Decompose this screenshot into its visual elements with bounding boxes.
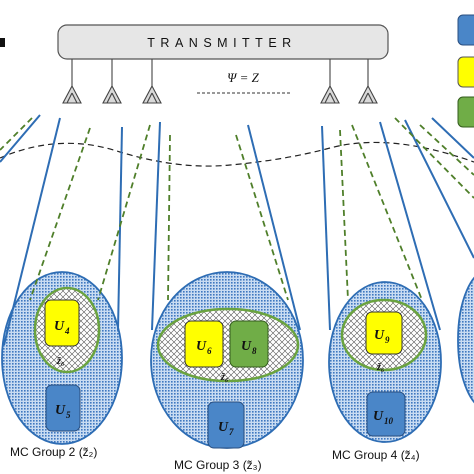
svg-text:4: 4: [64, 326, 70, 336]
antenna-1: [62, 59, 82, 104]
legend-swatch-blue: [457, 14, 474, 46]
common-region-g3: [156, 307, 300, 383]
edge-mark: [0, 38, 5, 47]
precoder-equation: Ψ = Z: [227, 70, 259, 85]
beam-g2-right: [117, 126, 123, 331]
svg-text:8: 8: [252, 346, 257, 356]
green-beams: [0, 117, 474, 301]
antenna-5: [358, 59, 378, 104]
common-label-g3: z̃₆: [220, 372, 229, 383]
beam-g4-left: [321, 125, 331, 331]
legend: [457, 14, 474, 128]
svg-text:9: 9: [385, 335, 390, 345]
svg-text:U: U: [54, 319, 65, 334]
svg-text:5: 5: [66, 410, 71, 420]
antenna-3: [142, 59, 162, 104]
svg-text:6: 6: [207, 346, 212, 356]
common-label-g2: z̃₆: [56, 356, 65, 367]
beam-g3-left: [151, 121, 161, 331]
group-label-2: MC Group 2 (z̃₂): [10, 445, 97, 459]
beam-g5-edge: [431, 117, 474, 159]
user-u10: U 10: [366, 391, 406, 437]
transmitter: TRANSMITTER: [57, 24, 389, 60]
transmitter-label: TRANSMITTER: [147, 36, 296, 50]
beam-arc: [0, 141, 474, 167]
legend-swatch-green: [457, 96, 474, 128]
svg-text:U: U: [196, 339, 207, 354]
group-5-region-partial: [457, 276, 474, 404]
user-u4: U 4: [44, 299, 80, 347]
antenna-4: [320, 59, 340, 104]
beam-g1-edge: [0, 114, 41, 163]
user-u9: U 9: [365, 311, 403, 355]
user-u6: U 6: [184, 320, 224, 368]
svg-text:7: 7: [229, 427, 234, 437]
beam-g3-right: [247, 124, 301, 331]
group-label-4: MC Group 4 (z̃₄): [332, 448, 420, 462]
beam-g5-left: [404, 119, 474, 259]
svg-text:U: U: [241, 339, 252, 354]
blue-beams: [0, 114, 474, 346]
group-label-3: MC Group 3 (z̃₃): [174, 458, 262, 472]
user-u7: U 7: [207, 401, 245, 449]
svg-text:U: U: [374, 328, 385, 343]
user-u8: U 8: [229, 320, 269, 368]
transmitter-box: [57, 24, 389, 60]
user-u5: U 5: [45, 384, 81, 432]
svg-text:U: U: [373, 409, 384, 424]
antenna-2: [102, 59, 122, 104]
antenna-array: [62, 59, 378, 104]
svg-text:U: U: [218, 420, 229, 435]
beam-g4-right: [379, 121, 441, 331]
svg-text:10: 10: [384, 416, 394, 426]
beam-g2-left: [3, 117, 61, 346]
common-label-g4: z̃₆: [376, 362, 385, 373]
legend-swatch-yellow: [457, 56, 474, 88]
svg-text:U: U: [55, 403, 66, 418]
